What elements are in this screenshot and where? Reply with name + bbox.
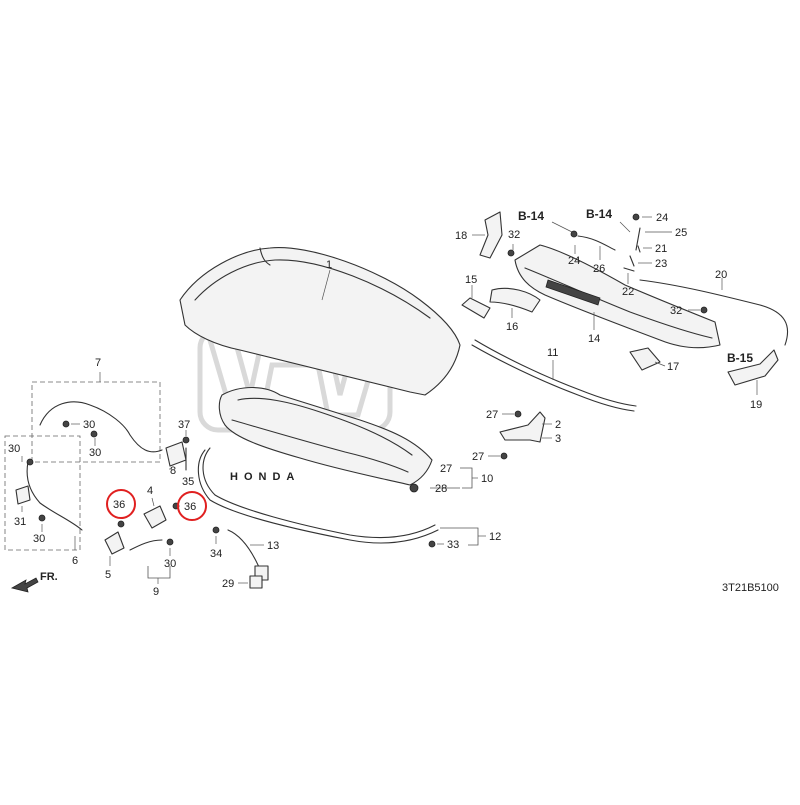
hood-panel: [179, 247, 461, 396]
cowl-seal-center: [489, 287, 541, 313]
hood-stay-holder: [249, 575, 263, 589]
clip-37-icon: [182, 436, 190, 444]
lock-cable: [129, 539, 163, 551]
label-4: 4: [147, 485, 153, 497]
clip-33-icon: [428, 540, 436, 548]
clip-30d-icon: [38, 514, 46, 522]
label-31: 31: [14, 516, 26, 528]
label-13: 13: [267, 540, 279, 552]
clip-30b-icon: [90, 430, 98, 438]
diagram-code: 3T21B5100: [722, 582, 779, 594]
cowl-top-cover: [514, 244, 721, 349]
label-27a: 27: [486, 409, 498, 421]
hood-lock-bracket: [104, 531, 125, 555]
label-33: 33: [447, 539, 459, 551]
ref-b15: B-15: [727, 351, 753, 365]
washer-hose: [577, 235, 616, 251]
label-35: 35: [182, 476, 194, 488]
label-1: 1: [326, 259, 332, 271]
clip-28-icon: [409, 483, 419, 493]
label-9: 9: [153, 586, 159, 598]
clip-24b-icon: [632, 213, 640, 221]
label-36b: 36: [184, 501, 196, 513]
bolt-36a-icon: [117, 520, 125, 528]
clip-24a-icon: [570, 230, 578, 238]
clip-30e-icon: [166, 538, 174, 546]
label-5: 5: [105, 569, 111, 581]
group-6-box: [4, 435, 81, 551]
clip-32a-icon: [507, 249, 515, 257]
clip-30c-icon: [26, 458, 34, 466]
label-15: 15: [465, 274, 477, 286]
washer-tube: [639, 279, 789, 346]
label-27b: 27: [472, 451, 484, 463]
front-label: FR.: [40, 571, 58, 583]
hood-lock-cover: [165, 441, 187, 467]
label-36a: 36: [113, 499, 125, 511]
clip-30a-icon: [62, 420, 70, 428]
label-16: 16: [506, 321, 518, 333]
label-30d: 30: [33, 533, 45, 545]
highlight-36-left: [106, 489, 136, 519]
label-21: 21: [655, 243, 667, 255]
label-7: 7: [95, 357, 101, 369]
bolt-27a-icon: [514, 410, 522, 418]
cowl-side-cover-left: [479, 211, 503, 259]
hood-support-rod: [227, 529, 263, 575]
label-30c: 30: [8, 443, 20, 455]
label-8: 8: [170, 465, 176, 477]
front-direction-arrow: FR.: [10, 571, 58, 593]
label-6: 6: [72, 555, 78, 567]
label-28: 28: [435, 483, 447, 495]
hood-lock: [143, 505, 167, 529]
label-24b: 24: [656, 212, 668, 224]
label-2: 2: [555, 419, 561, 431]
label-12: 12: [489, 531, 501, 543]
hood-opener-cable: [26, 461, 83, 531]
label-30b: 30: [89, 447, 101, 459]
label-26: 26: [593, 263, 605, 275]
label-22: 22: [622, 286, 634, 298]
label-29: 29: [222, 578, 234, 590]
hood-hinge: [499, 411, 546, 443]
group-7-box: [31, 381, 161, 463]
clip-32b-icon: [700, 306, 708, 314]
cowl-seal-right: [629, 347, 661, 371]
label-17: 17: [667, 361, 679, 373]
label-24a: 24: [568, 255, 580, 267]
bolt-27b-icon: [500, 452, 508, 460]
label-3: 3: [555, 433, 561, 445]
cowl-seal-left: [461, 297, 491, 319]
label-10: 10: [481, 473, 493, 485]
clip-34-icon: [212, 526, 220, 534]
label-32b: 32: [670, 305, 682, 317]
cowl-side-cover-right: [727, 349, 779, 386]
label-27c: 27: [440, 463, 452, 475]
label-25: 25: [675, 227, 687, 239]
label-11: 11: [547, 347, 558, 359]
hood-seal-front: [202, 447, 436, 539]
label-23: 23: [655, 258, 667, 270]
hood-opener-lever: [15, 485, 31, 505]
ref-b14-right: B-14: [586, 207, 612, 221]
label-30e: 30: [164, 558, 176, 570]
watermark-text: HONDA: [230, 471, 300, 483]
label-20: 20: [715, 269, 727, 281]
hood-seal-rear: [474, 339, 637, 407]
label-37: 37: [178, 419, 190, 431]
label-34: 34: [210, 548, 222, 560]
label-18: 18: [455, 230, 467, 242]
highlight-36-right: [177, 491, 207, 521]
label-14: 14: [588, 333, 600, 345]
label-32a: 32: [508, 229, 520, 241]
label-19: 19: [750, 399, 762, 411]
label-30a: 30: [83, 419, 95, 431]
hood-release-cable: [39, 401, 163, 453]
ref-b14-left: B-14: [518, 209, 544, 223]
hood-inner-frame: [218, 386, 433, 486]
